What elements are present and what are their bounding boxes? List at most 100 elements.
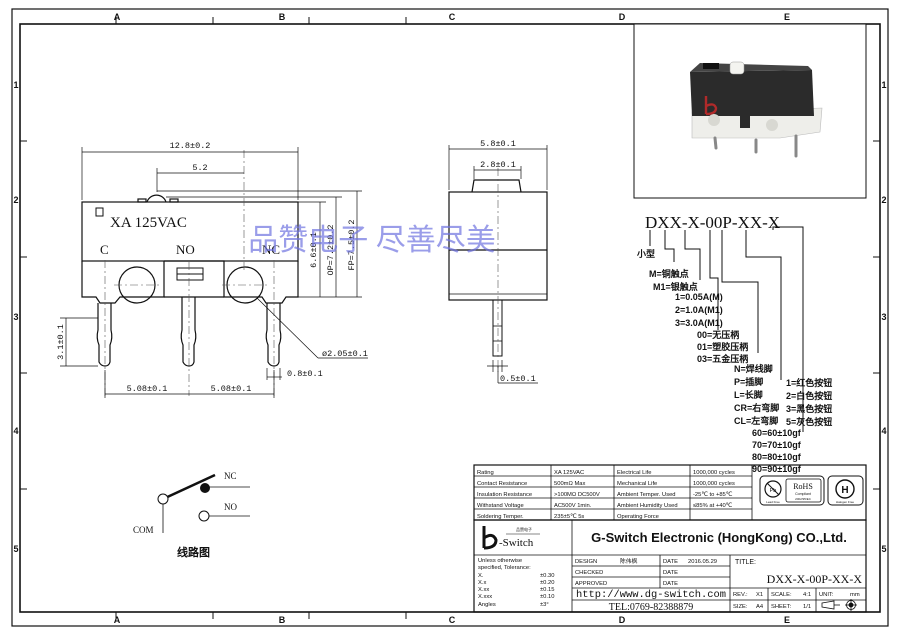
row-label-4-right: 4 [881, 426, 886, 436]
tolerance-value-2: ±0.15 [540, 587, 554, 593]
rohs-icon [785, 478, 822, 503]
column-label-c-bottom: C [449, 615, 456, 625]
pin-nc [265, 303, 282, 367]
part-code-title: DXX-X-00P-XX-X [645, 213, 780, 232]
designer-name: 陈伟枫 [620, 557, 638, 565]
sheet-label: SHEET: [771, 604, 792, 610]
circuit-diagram: COM NC NO 线路图 [133, 471, 250, 559]
dim-actuator-width: 2.8±0.1 [480, 160, 516, 170]
halogen-text: H [841, 485, 848, 496]
code-color-item-2: 2=白色按钮 [786, 390, 832, 401]
dim-hole-diameter: ø2.05±0.1 [322, 349, 368, 359]
rev-label: REV.: [733, 592, 748, 598]
dim-pin-width: 0.8±0.1 [287, 369, 323, 379]
pb-free-icon [764, 480, 782, 498]
actuator-dome [146, 194, 167, 203]
tolerance-value-4: ±3° [540, 602, 549, 608]
rohs-sub: 2002/95/EC [795, 497, 812, 501]
terminal-label-nc: NC [262, 242, 280, 257]
projection-symbol-icon [821, 599, 857, 611]
tolerance-label-2: X.xx [478, 587, 489, 593]
pb-text: Pb [770, 488, 777, 494]
logo-icon [482, 526, 498, 550]
part-code-breakdown: DXX-X-00P-XX-X 小型 M=铜触点 M1=银触点 1=0.05A(M… [636, 213, 832, 474]
switch-actuator [729, 61, 745, 75]
no-contact [198, 510, 210, 522]
actuator-tab-left [137, 198, 147, 203]
spec-parameter-row-5: Soldering Temper. [477, 514, 524, 520]
circuit-label-com: COM [133, 525, 154, 535]
column-label-b-top: B [279, 12, 286, 22]
front-view [81, 194, 299, 367]
row-label-1-left: 1 [13, 80, 18, 90]
code-force-item-1: 60=60±10gf [752, 428, 802, 438]
dim-actuator-offset: 5.2 [192, 163, 207, 173]
spec-parameter-2-row-2: Mechanical Life [617, 481, 657, 487]
front-center-lines [104, 150, 275, 396]
dim-pin-thickness: 0.5±0.1 [500, 374, 536, 384]
circuit-label-no: NO [224, 502, 237, 512]
rohs-text: RoHS [793, 482, 813, 491]
halogen-caption: Halogen Free [836, 500, 855, 504]
terminal-label-c: C [100, 242, 109, 257]
row-label-3-right: 3 [881, 312, 886, 322]
code-current-item-1: 1=0.05A(M) [675, 292, 723, 302]
switch-top-face [690, 63, 812, 72]
spec-table-grid [473, 464, 867, 521]
checked-date-label: DATE [663, 570, 678, 576]
halogen-badge [827, 475, 864, 506]
nc-contact [200, 483, 210, 493]
tolerance-title-1: Unless otherwise [478, 558, 522, 564]
title-block-grid [473, 519, 867, 613]
switch-notch [740, 116, 750, 128]
rohs-caption: Compliant [795, 492, 811, 496]
dim-pin-length: 3.1±0.1 [56, 324, 66, 360]
watermark: 品赞电子 尽善尽美 [248, 224, 496, 257]
dim-side-width: 5.8±0.1 [480, 139, 516, 149]
column-label-d-bottom: D [619, 615, 626, 625]
scale-label: SCALE: [771, 592, 792, 598]
code-lever-item-1: 00=无压柄 [697, 329, 739, 340]
row-label-2-left: 2 [13, 195, 18, 205]
pb-rohs-badge [759, 475, 825, 506]
actuator-tab-right [169, 198, 179, 203]
spec-value-2-row-3: -25℃ to +85℃ [693, 492, 733, 498]
spec-parameter-row-1: Rating [477, 470, 494, 476]
switch-hole-right [766, 119, 778, 131]
code-force-item-3: 80=80±10gf [752, 452, 802, 462]
halogen-free-icon [835, 479, 855, 499]
tolerance-value-1: ±0.20 [540, 580, 554, 586]
side-pin [492, 299, 503, 357]
website-link[interactable]: http://www.dg-switch.com [576, 589, 726, 601]
code-lever-item-2: 01=塑胶压柄 [697, 341, 748, 352]
design-label: DESIGN [575, 559, 597, 565]
com-contact [157, 493, 169, 505]
unit-value: mm [850, 592, 860, 598]
code-color-item-3: 3=黑色按钮 [786, 403, 832, 414]
pb-caption: Lead Free [766, 500, 780, 504]
design-date: 2016.05.29 [688, 559, 717, 565]
title-value: DXX-X-00P-XX-X [767, 572, 863, 586]
row-label-5-right: 5 [881, 544, 886, 554]
tolerance-label-0: X. [478, 573, 484, 579]
code-terminal-item-5: CL=左弯脚 [734, 415, 778, 426]
size-value: A4 [756, 604, 764, 610]
circuit-label-nc: NC [224, 471, 237, 481]
scale-value: 4:1 [803, 592, 811, 598]
dim-pitch-right: 5.08±0.1 [211, 384, 252, 394]
code-terminal-item-3: L=长脚 [734, 389, 763, 400]
code-contact-item-2: M1=银触点 [653, 281, 698, 292]
column-label-e-bottom: E [784, 615, 790, 625]
photo-logo-overlay-icon [704, 96, 718, 116]
spec-value-row-5: 235±5℃ 5s [554, 514, 584, 520]
logo-small-text: 品赞电子 [516, 526, 532, 532]
sheet-value: 1/1 [803, 604, 811, 610]
unit-label: UNIT: [819, 592, 834, 598]
marker-square [95, 207, 104, 217]
pin-com [96, 303, 113, 367]
terminal-label-no: NO [176, 242, 195, 257]
tolerance-label-3: X.xxx [478, 594, 492, 600]
dim-body-height: 6.6±0.1 [309, 232, 319, 268]
logo-text: -Switch [499, 537, 534, 549]
code-force-item-4: 90=90±10gf [752, 464, 802, 474]
